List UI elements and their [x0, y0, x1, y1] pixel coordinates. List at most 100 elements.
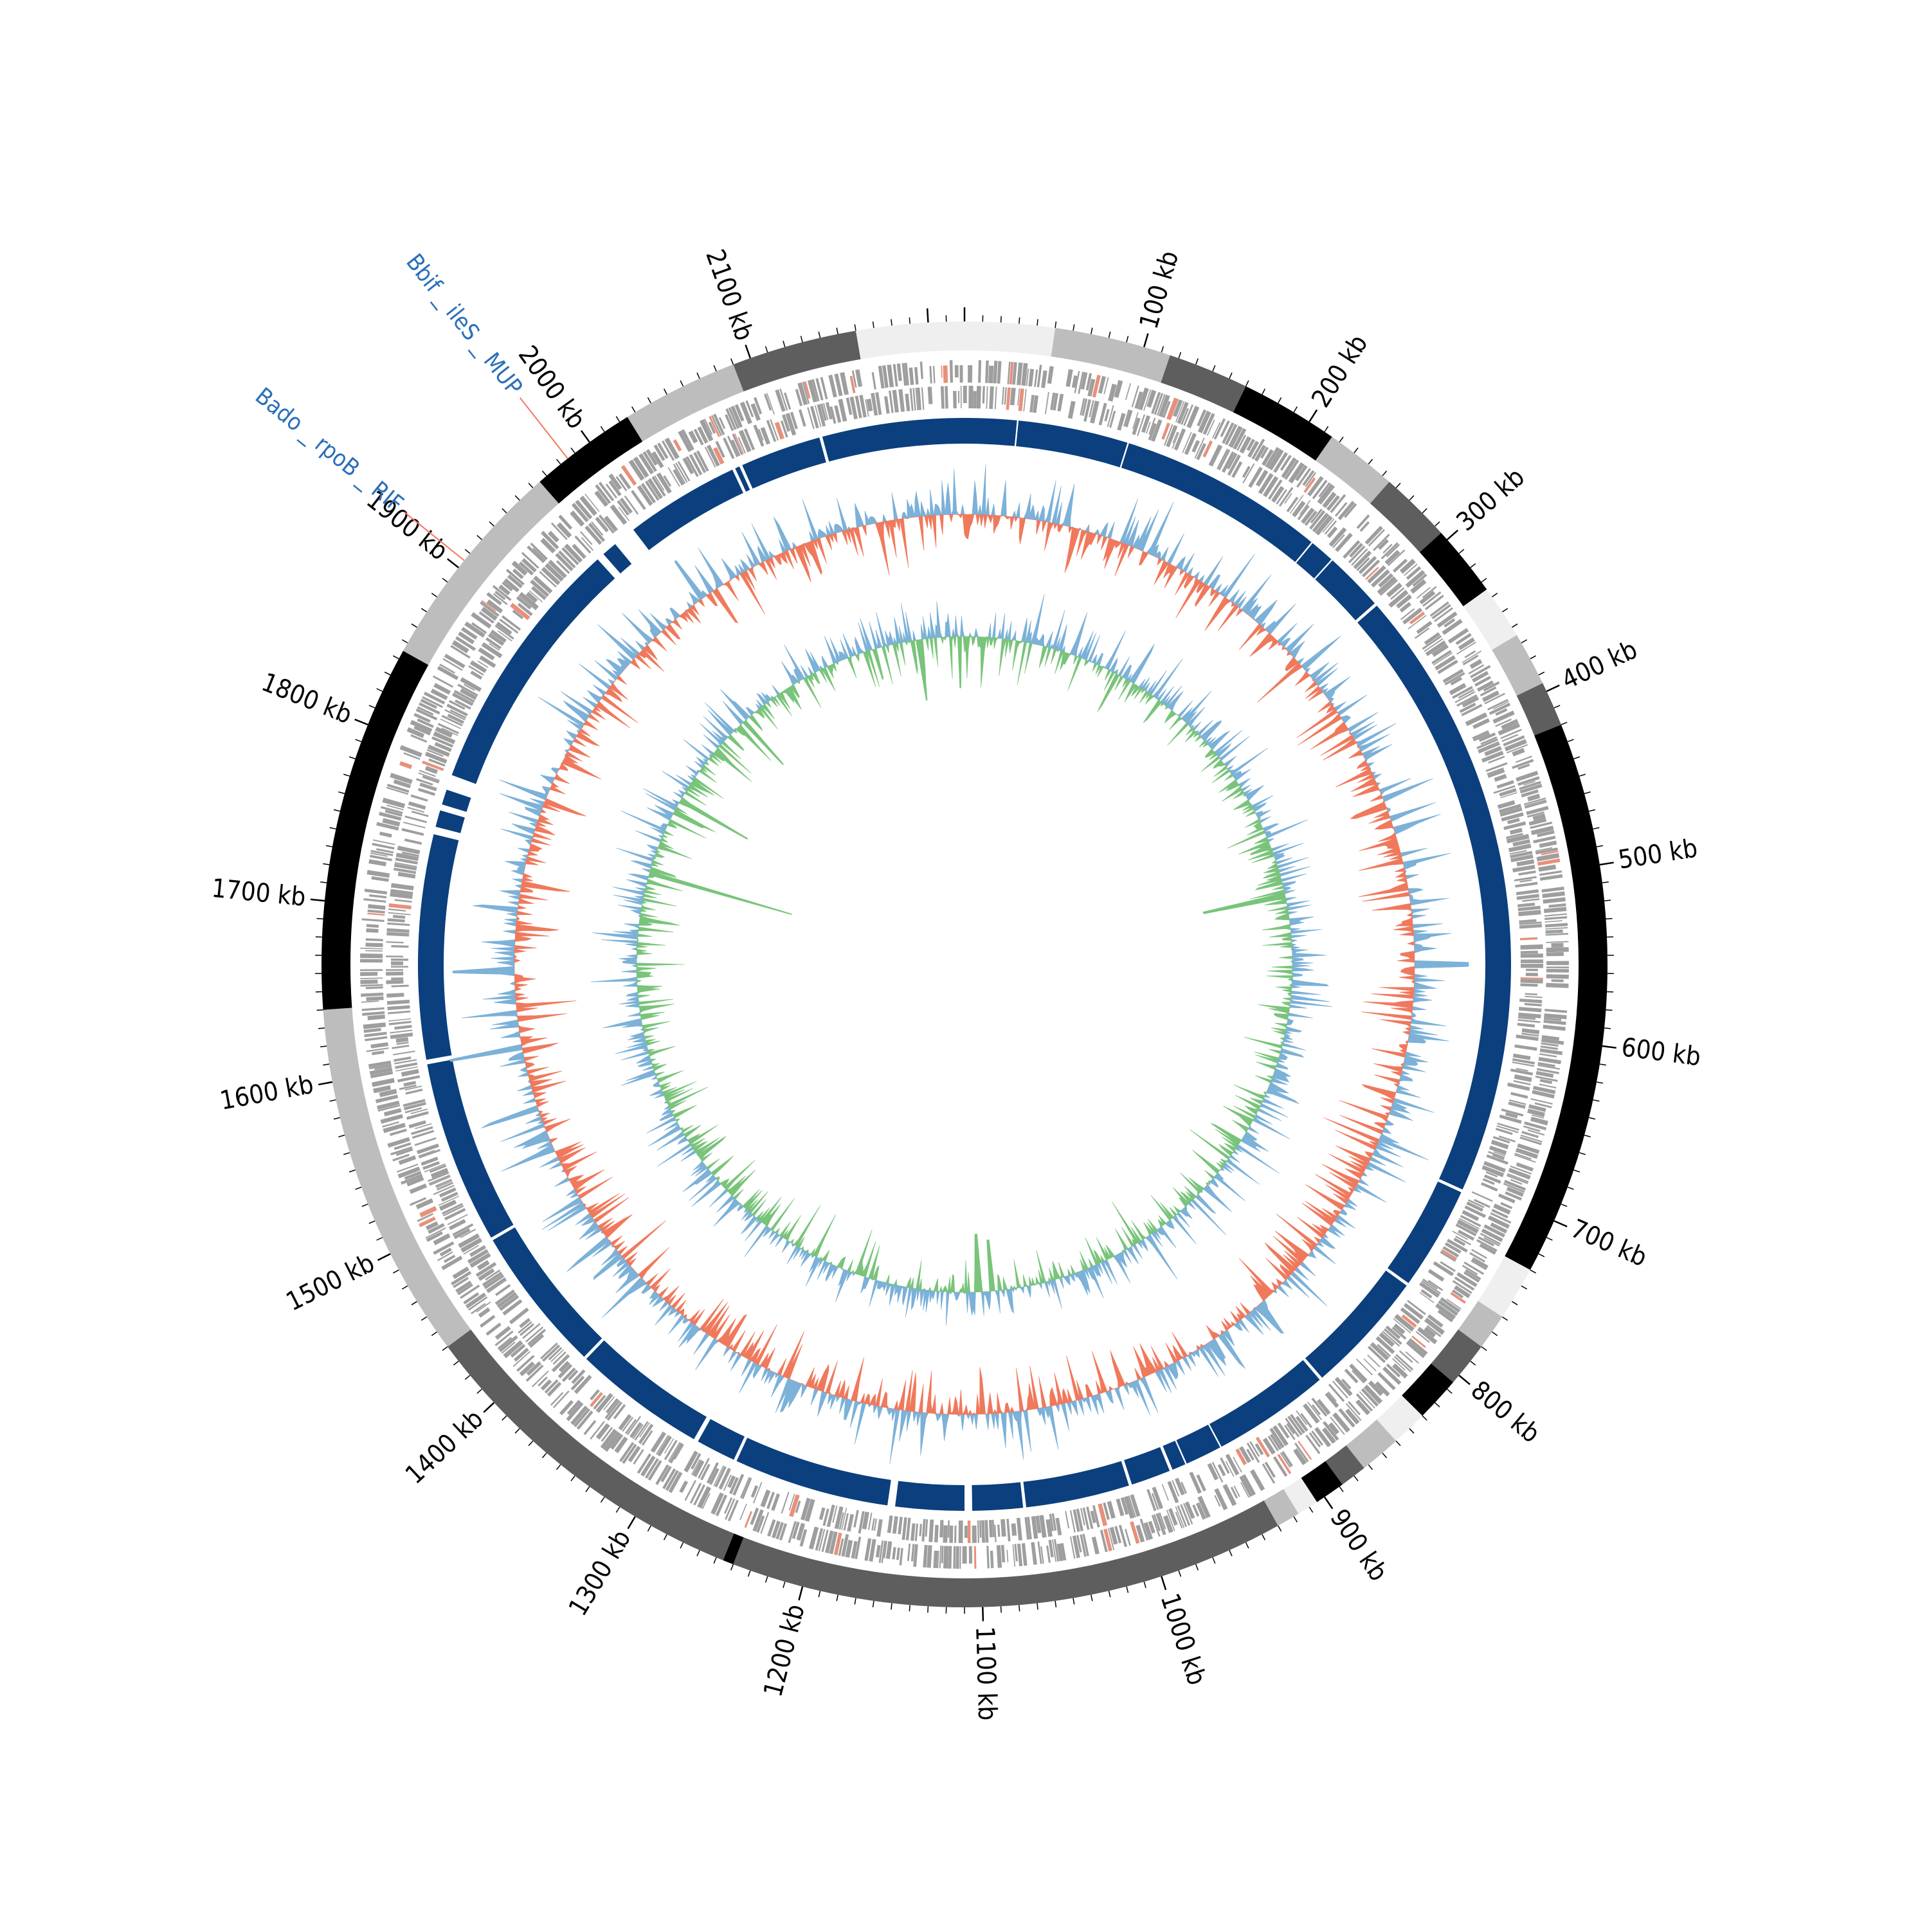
gene-feature — [1519, 998, 1542, 1003]
gene-feature — [943, 1525, 948, 1542]
minor-tick — [1325, 426, 1328, 431]
gene-feature — [365, 1036, 387, 1042]
minor-tick — [1539, 1254, 1544, 1257]
gene-feature — [1031, 1542, 1037, 1564]
gene-feature — [401, 1069, 419, 1077]
gene-feature — [1162, 1484, 1169, 1501]
gene-feature — [360, 977, 383, 979]
major-tick — [746, 345, 750, 358]
gene-feature — [1364, 1359, 1377, 1371]
contig-segment — [539, 417, 642, 503]
minor-tick — [323, 863, 329, 865]
gene-feature — [367, 1015, 385, 1020]
gene-feature — [954, 1526, 956, 1543]
major-tick — [1600, 863, 1614, 865]
minor-tick — [601, 426, 604, 431]
minor-tick — [819, 1591, 820, 1597]
minor-tick — [801, 336, 803, 343]
minor-tick — [421, 608, 426, 611]
minor-tick — [515, 1429, 520, 1433]
gene-feature — [386, 928, 409, 933]
minor-tick — [412, 624, 417, 627]
minor-tick — [1568, 1187, 1573, 1189]
minor-tick — [873, 1601, 874, 1607]
major-tick — [311, 899, 325, 901]
minor-tick — [1512, 624, 1518, 627]
minor-tick — [1127, 336, 1128, 343]
minor-tick — [543, 471, 547, 476]
gene-feature — [360, 969, 383, 971]
minor-tick — [837, 1594, 838, 1601]
gene-feature — [1349, 1364, 1368, 1382]
gene-feature — [1525, 993, 1537, 996]
gene-feature — [900, 1548, 903, 1566]
gene-feature — [898, 1517, 903, 1534]
gene-feature — [910, 1523, 916, 1540]
gene-feature — [391, 966, 408, 968]
gene-feature — [1530, 1098, 1553, 1105]
gene-feature — [1202, 440, 1213, 457]
gene-feature — [401, 828, 424, 836]
gene-feature — [367, 1047, 389, 1052]
gene-feature — [919, 1524, 922, 1536]
gene-feature — [391, 959, 408, 961]
gene-feature — [941, 1546, 944, 1563]
gene-track — [360, 360, 1569, 1569]
minor-tick — [1502, 1317, 1507, 1320]
gene-feature — [1546, 966, 1569, 968]
minor-tick — [783, 1582, 785, 1588]
major-tick — [927, 309, 928, 323]
minor-tick — [515, 496, 520, 500]
gene-feature — [1546, 961, 1569, 965]
gene-feature — [978, 360, 981, 383]
minor-tick — [1409, 496, 1414, 500]
gene-feature — [1006, 1519, 1010, 1541]
gene-feature — [950, 360, 953, 383]
gene-feature — [1544, 1009, 1567, 1013]
gene-feature — [1548, 903, 1566, 908]
gene-feature — [669, 1443, 684, 1464]
minor-tick — [326, 845, 332, 847]
gene-feature — [395, 899, 412, 903]
minor-tick — [1229, 1550, 1232, 1556]
gene-feature — [1545, 923, 1568, 927]
minor-tick — [1262, 1534, 1265, 1540]
minor-tick — [648, 1526, 651, 1531]
minor-tick — [837, 328, 838, 334]
gene-feature — [365, 950, 383, 952]
minor-tick — [1354, 448, 1358, 453]
gene-feature — [751, 1485, 758, 1497]
gene-feature — [984, 1520, 988, 1542]
blast-hit-ring — [418, 418, 1511, 1511]
tick-label: 700 kb — [1566, 1214, 1651, 1273]
minor-tick — [1278, 397, 1281, 403]
tick-label: 1800 kb — [257, 667, 356, 730]
minor-tick — [1602, 882, 1609, 883]
major-tick — [1546, 685, 1559, 691]
minor-tick — [1368, 1465, 1372, 1470]
minor-tick — [343, 1153, 350, 1155]
gene-feature — [1520, 944, 1543, 950]
blast-hit-block — [603, 544, 631, 573]
gene-feature — [983, 386, 985, 403]
gene-feature — [1541, 887, 1564, 892]
minor-tick — [334, 809, 340, 811]
gene-feature — [1092, 1537, 1100, 1555]
gene-feature — [884, 396, 890, 413]
blast-hit-block — [972, 1482, 1023, 1511]
blast-hit-block — [895, 1481, 964, 1511]
gene-feature — [986, 1546, 990, 1568]
gene-feature — [929, 366, 932, 383]
gene-feature — [361, 993, 383, 997]
gene-feature — [406, 1111, 429, 1120]
gene-feature — [364, 1032, 386, 1037]
minor-tick — [1109, 332, 1110, 338]
gene-feature — [1539, 840, 1557, 847]
tick-label: 2100 kb — [700, 246, 759, 345]
minor-tick — [1179, 352, 1181, 358]
gene-feature — [1521, 953, 1543, 958]
gene-feature — [388, 918, 405, 922]
gene-feature — [973, 391, 977, 408]
gene-feature — [394, 1025, 412, 1029]
